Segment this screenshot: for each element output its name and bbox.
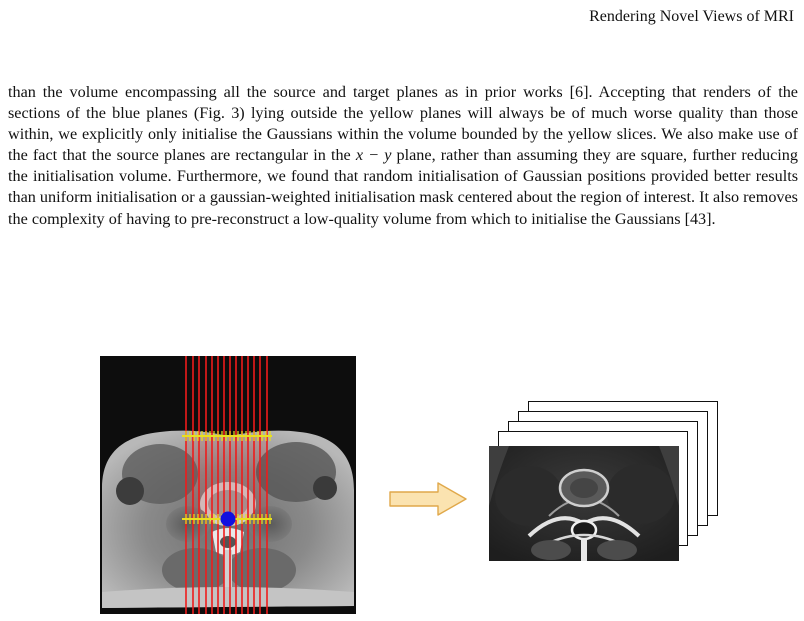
paragraph-text-1: than the volume encompassing all the sou…: [8, 83, 798, 165]
right-arrow-icon: [389, 482, 467, 516]
running-head: Rendering Novel Views of MRI: [589, 8, 794, 25]
highlight-region: [186, 436, 267, 520]
figure: [0, 355, 804, 621]
paragraph-text-2: plane, rather than assuming they are squ…: [8, 146, 798, 228]
red-source-planes: [185, 356, 268, 614]
rendered-mri-slice: [489, 446, 679, 561]
back-muscle: [162, 548, 230, 592]
body-paragraph: than the volume encompassing all the sou…: [8, 82, 798, 230]
blue-point: [220, 511, 236, 527]
mri-source-planes-image: [100, 356, 356, 614]
inline-math: x − y: [355, 146, 392, 165]
back-muscle: [228, 548, 296, 592]
